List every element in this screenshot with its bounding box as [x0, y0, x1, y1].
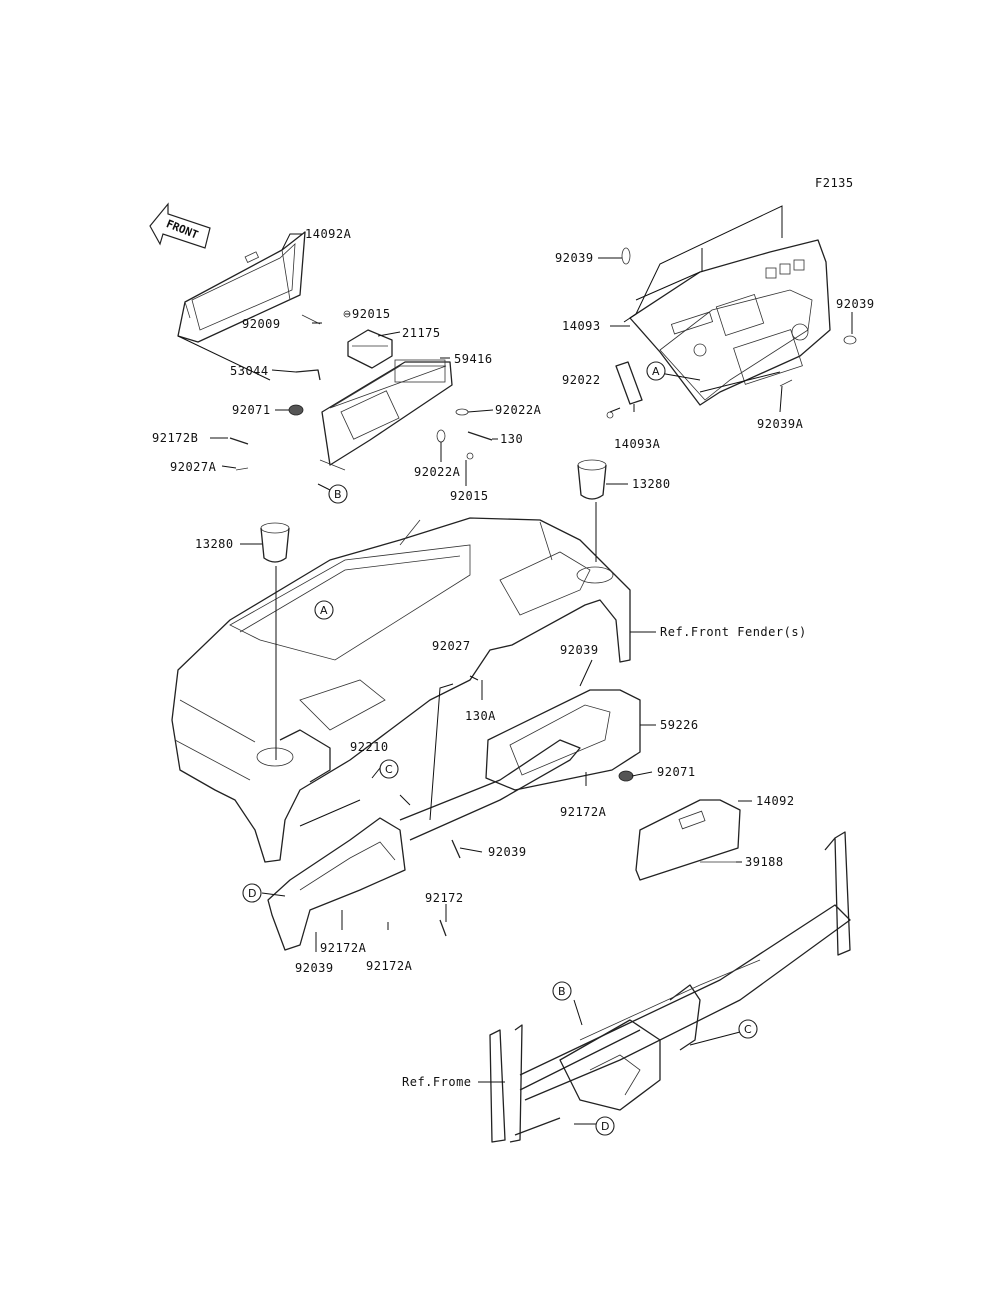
- label-92071-top: 92071: [232, 403, 271, 417]
- dashboard-main-body: [171, 517, 631, 863]
- label-92172A-left: 92172A: [320, 941, 367, 955]
- svg-text:C: C: [385, 763, 393, 776]
- svg-text:B: B: [334, 488, 342, 501]
- label-14093: 14093: [562, 319, 601, 333]
- callout-C-frame: C: [738, 1019, 758, 1039]
- label-92022A-right: 92022A: [495, 403, 542, 417]
- label-92027: 92027: [432, 639, 471, 653]
- label-92210: 92210: [350, 740, 389, 754]
- label-92172B: 92172B: [152, 431, 198, 445]
- frame: [489, 831, 851, 1143]
- front-arrow-icon: FRONT: [149, 202, 211, 249]
- label-92039A: 92039A: [757, 417, 804, 431]
- label-14092A: 14092A: [305, 227, 352, 241]
- label-14092: 14092: [756, 794, 795, 808]
- label-53044: 53044: [230, 364, 269, 378]
- callout-A-top: A: [646, 361, 666, 381]
- panel-14093A: [615, 361, 643, 405]
- cup-holder-13280-right: [577, 459, 607, 500]
- grommet-92071-bottom: [618, 770, 634, 782]
- label-92027A: 92027A: [170, 460, 217, 474]
- svg-text:B: B: [558, 985, 566, 998]
- label-13280-left: 13280: [195, 537, 234, 551]
- label-92039-glovebox: 92039: [560, 643, 599, 657]
- meter-assembly-59416: [319, 359, 453, 471]
- wire-53044: [295, 369, 321, 381]
- label-ref-front-fender: Ref.Front Fender(s): [660, 625, 807, 639]
- svg-text:A: A: [652, 365, 660, 378]
- label-92039-bottom: 92039: [295, 961, 334, 975]
- svg-text:D: D: [601, 1120, 609, 1133]
- svg-text:D: D: [248, 887, 256, 900]
- figure-code: F2135: [815, 176, 854, 190]
- lower-trim-panel: [267, 739, 581, 951]
- label-92039-topleft: 92039: [555, 251, 594, 265]
- glove-box-59226: [485, 689, 641, 791]
- label-130A: 130A: [465, 709, 496, 723]
- leader-lines: [177, 205, 853, 1125]
- callout-C-main: C: [379, 759, 399, 779]
- dash-panel-14093: [629, 239, 831, 406]
- callout-D-main: D: [242, 883, 262, 903]
- switch-21175: [347, 329, 393, 369]
- svg-text:C: C: [744, 1023, 752, 1036]
- label-92015-bottom: 92015: [450, 489, 489, 503]
- label-92039-topright: 92039: [836, 297, 875, 311]
- callout-B-frame: B: [552, 981, 572, 1001]
- label-13280-right: 13280: [632, 477, 671, 491]
- callout-D-frame: D: [595, 1116, 615, 1136]
- label-92172: 92172: [425, 891, 464, 905]
- label-92172A-right: 92172A: [366, 959, 413, 973]
- label-21175: 21175: [402, 326, 441, 340]
- label-59416: 59416: [454, 352, 493, 366]
- label-92022A-bottom: 92022A: [414, 465, 461, 479]
- callout-B-top: B: [328, 484, 348, 504]
- label-92172A-middle: 92172A: [560, 805, 607, 819]
- lid-14092: [635, 799, 741, 881]
- part-labels: 14092A 92015 92009 21175 59416 53044 920…: [152, 227, 875, 1089]
- label-130: 130: [500, 432, 523, 446]
- label-92039-center: 92039: [488, 845, 527, 859]
- label-92022: 92022: [562, 373, 601, 387]
- label-59226: 59226: [660, 718, 699, 732]
- label-92009: 92009: [242, 317, 281, 331]
- label-39188: 39188: [745, 855, 784, 869]
- label-92015-top: 92015: [352, 307, 391, 321]
- grommet-92071-top: [288, 404, 304, 416]
- cup-holder-13280-left: [260, 522, 290, 563]
- label-92071-bottom: 92071: [657, 765, 696, 779]
- label-14093A: 14093A: [614, 437, 661, 451]
- svg-text:A: A: [320, 604, 328, 617]
- label-ref-frame: Ref.Frome: [402, 1075, 472, 1089]
- callout-A-main: A: [314, 600, 334, 620]
